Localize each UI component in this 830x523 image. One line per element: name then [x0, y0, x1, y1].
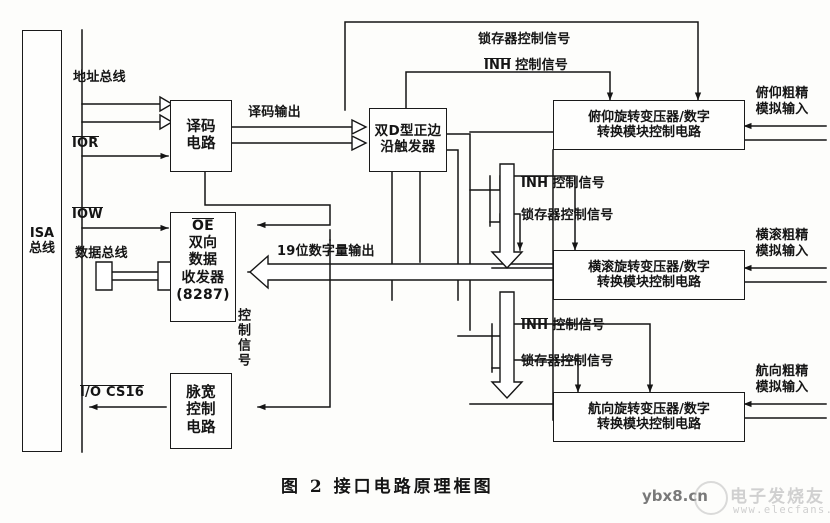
inh-overline-2: INH	[521, 176, 549, 191]
watermark-site: ybx8.cn	[642, 487, 708, 505]
inh-suffix-2: 控制信号	[552, 176, 606, 191]
transceiver-label-1: 双向	[188, 234, 218, 251]
label-latch-control-2: 锁存器控制信号	[521, 208, 614, 223]
figure-caption: 图 2 接口电路原理框图	[281, 477, 494, 497]
isa-bus-label-1: ISA	[29, 225, 55, 241]
label-address-bus: 地址总线	[73, 70, 126, 85]
inh-suffix-1: 控制信号	[515, 58, 569, 73]
block-roll-resolver-control[interactable]: 横滚旋转变压器/数字 转换模块控制电路	[553, 250, 745, 300]
roll-rdc-label-1: 横滚旋转变压器/数字	[588, 259, 710, 275]
inh-overline-1: INH	[484, 58, 512, 73]
block-isa-bus[interactable]: ISA 总线	[22, 30, 62, 452]
watermark-logo-icon	[694, 481, 728, 515]
block-bidirectional-transceiver[interactable]: OE 双向 数据 收发器 (8287)	[170, 212, 236, 322]
label-decode-output: 译码输出	[248, 105, 301, 120]
flipflop-label-1: 双D型正边	[374, 123, 442, 140]
label-iow: IOW	[72, 207, 103, 222]
pulse-width-label-3: 电路	[186, 419, 216, 436]
transceiver-label-2: 数据	[188, 252, 218, 269]
inh-overline-3: INH	[521, 318, 549, 333]
transceiver-label-4: (8287)	[176, 287, 230, 304]
decoder-label-2: 电路	[186, 136, 216, 152]
label-ior: IOR	[72, 136, 99, 151]
label-io-cs16: I/O CS16	[80, 385, 144, 400]
label-digital-output: 19位数字量输出	[277, 244, 375, 259]
transceiver-oe-label: OE	[191, 217, 215, 234]
label-latch-control-1: 锁存器控制信号	[478, 32, 571, 47]
pitch-rdc-label-1: 俯仰旋转变压器/数字	[588, 109, 710, 125]
label-control-signal-vertical: 控制信号	[235, 308, 250, 368]
label-pitch-analog-input: 俯仰粗精 模拟输入	[755, 86, 809, 118]
heading-rdc-label-1: 航向旋转变压器/数字	[588, 401, 710, 417]
block-dual-d-flipflop[interactable]: 双D型正边 沿触发器	[369, 108, 447, 172]
label-data-bus: 数据总线	[75, 246, 128, 261]
isa-bus-label-2: 总线	[28, 241, 55, 256]
decoder-label-1: 译码	[186, 118, 216, 135]
watermark-url: www.elecfans.com	[733, 504, 830, 516]
label-roll-analog-input: 横滚粗精 模拟输入	[755, 228, 809, 260]
transceiver-label-3: 收发器	[181, 269, 225, 286]
pulse-width-label-1: 脉宽	[186, 385, 216, 402]
roll-rdc-label-2: 转换模块控制电路	[596, 275, 701, 290]
pulse-width-label-2: 控制	[186, 402, 216, 419]
block-pitch-resolver-control[interactable]: 俯仰旋转变压器/数字 转换模块控制电路	[553, 100, 745, 150]
inh-suffix-3: 控制信号	[552, 318, 606, 333]
block-pulse-width-control[interactable]: 脉宽 控制 电路	[170, 373, 232, 449]
heading-rdc-label-2: 转换模块控制电路	[596, 417, 701, 432]
pitch-rdc-label-2: 转换模块控制电路	[596, 125, 701, 140]
block-decoder-circuit[interactable]: 译码 电路	[170, 100, 232, 172]
label-heading-analog-input: 航向粗精 模拟输入	[755, 364, 809, 396]
watermark-brand: 电子发烧友	[730, 487, 825, 507]
block-heading-resolver-control[interactable]: 航向旋转变压器/数字 转换模块控制电路	[553, 392, 745, 442]
label-latch-control-3: 锁存器控制信号	[521, 354, 614, 369]
flipflop-label-2: 沿触发器	[380, 139, 436, 155]
